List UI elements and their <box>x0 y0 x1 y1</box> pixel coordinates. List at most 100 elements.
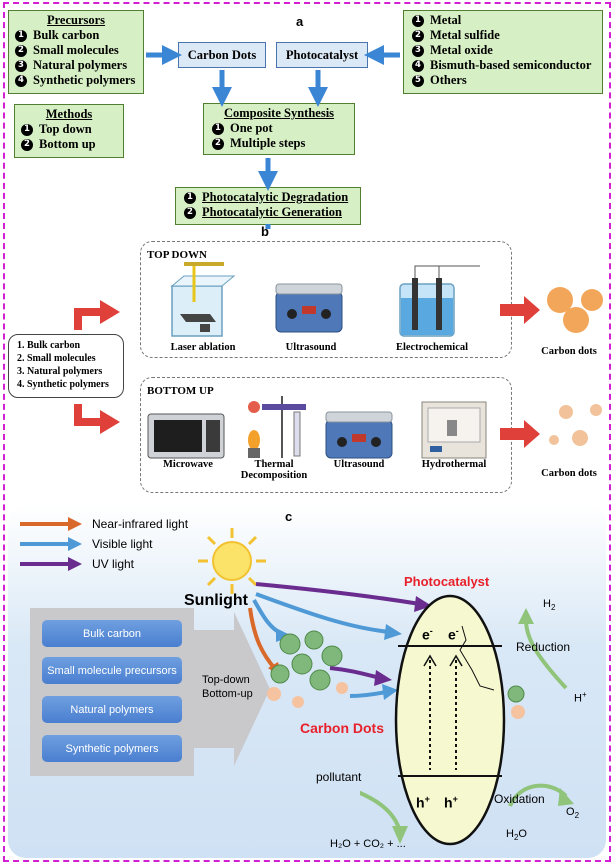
method-label: Electrochemical <box>395 342 469 353</box>
precursor-pill: Small molecule precursors <box>42 657 182 684</box>
attached-carbon-dot-icon <box>507 685 525 719</box>
o2-label: O2 <box>566 806 580 821</box>
method-label: Thermal Decomposition <box>240 459 308 481</box>
marker-1: 1 <box>412 14 424 27</box>
precursor-list-item: 1. Bulk carbon <box>17 340 81 351</box>
methods-title: Methods <box>45 107 93 121</box>
composite-title: Composite Synthesis <box>223 106 335 120</box>
precursors-box: Precursors 1 Bulk carbon 2 Small molecules… <box>8 10 144 94</box>
electron-2: e- <box>448 626 459 643</box>
h2o-label: H2O <box>506 828 527 843</box>
application-item: Photocatalytic Degradation <box>202 190 349 204</box>
marker-1: 1 <box>184 191 196 204</box>
marker-2: 2 <box>412 29 424 42</box>
h2-label: H2 <box>543 598 556 613</box>
method-label: Ultrasound <box>285 342 337 353</box>
route-arrow <box>194 612 270 766</box>
marker-5: 5 <box>412 74 424 87</box>
marker-2: 2 <box>184 206 196 219</box>
method-label: Microwave <box>163 459 213 470</box>
visible-arrow <box>20 537 82 551</box>
carbon-dots-products <box>500 287 603 448</box>
legend-visible: Visible light <box>92 537 153 551</box>
photocatalyst-particle <box>394 594 506 846</box>
precursors-title: Precursors <box>46 13 106 27</box>
visible-ray <box>252 599 292 642</box>
microwave-icon <box>147 413 225 459</box>
precursor-pill: Natural polymers <box>42 696 182 723</box>
precursor-item: Bulk carbon <box>33 28 100 42</box>
marker-4: 4 <box>15 74 27 87</box>
method-label: Hydrothermal <box>421 459 487 470</box>
composite-item: One pot <box>230 121 273 135</box>
marker-3: 3 <box>15 59 27 72</box>
carbon-dot-cluster-icon <box>547 287 603 333</box>
precursor-pill: Bulk carbon <box>42 620 182 647</box>
marker-1: 1 <box>212 122 224 135</box>
products-label: H₂O + CO₂ + ... <box>330 838 406 850</box>
figure-frame <box>3 2 611 862</box>
application-item: Photocatalytic Generation <box>202 205 342 219</box>
panel-c-label: c <box>285 509 293 524</box>
carbon-dots-label: Carbon dots <box>541 346 597 357</box>
photocatalyst-type: Metal sulfide <box>430 28 500 42</box>
precursor-item: Small molecules <box>33 43 119 57</box>
marker-2: 2 <box>21 138 33 151</box>
electron-1: e- <box>422 626 433 643</box>
marker-4: 4 <box>412 59 424 72</box>
uv-arrow <box>20 557 82 571</box>
precursor-list-box: 1. Bulk carbon 2. Small molecules 3. Nat… <box>8 334 124 398</box>
route-top-down: Top-down <box>202 674 250 686</box>
marker-2: 2 <box>15 44 27 57</box>
carbon-dots-box: Carbon Dots <box>178 42 266 68</box>
nir-arrow <box>20 517 82 531</box>
photocatalyst-type: Metal <box>430 13 462 27</box>
bottom-up-equipment <box>147 396 487 459</box>
marker-3: 3 <box>412 44 424 57</box>
photocatalyst-type: Bismuth-based semiconductor <box>430 58 592 72</box>
uv-ray <box>329 666 392 686</box>
sunlight-label: Sunlight <box>184 592 248 609</box>
photocatalyst-type: Others <box>430 73 467 87</box>
bottom-up-title: BOTTOM UP <box>147 385 214 397</box>
visible-ray <box>255 592 402 640</box>
method-label: Ultrasound <box>333 459 385 470</box>
oxidation-arrow <box>508 783 574 807</box>
red-arrow-right <box>500 420 540 448</box>
carbon-dots-c-label: Carbon Dots <box>300 720 384 736</box>
precursor-list-item: 4. Synthetic polymers <box>17 379 109 390</box>
laser-ablation-icon <box>170 262 236 337</box>
visible-ray <box>349 684 398 700</box>
marker-1: 1 <box>15 29 27 42</box>
red-arrow-up <box>74 300 120 330</box>
ultrasound-icon <box>275 283 343 333</box>
reduction-label: Reduction <box>516 640 571 654</box>
legend-nir: Near-infrared light <box>92 517 189 531</box>
precursor-list-item: 3. Natural polymers <box>17 366 103 377</box>
route-bottom-up: Bottom-up <box>202 688 253 700</box>
marker-1: 1 <box>21 123 33 136</box>
red-arrow-right <box>500 296 540 324</box>
photocatalyst-box: Photocatalyst <box>276 42 368 68</box>
composite-item: Multiple steps <box>230 136 306 150</box>
carbon-dot-star-icon <box>549 404 602 446</box>
precursor-item: Natural polymers <box>33 58 128 72</box>
electrochemical-icon <box>399 265 480 337</box>
pollutant-arrow <box>360 790 408 844</box>
uv-ray <box>255 582 432 612</box>
panel-b-label: b <box>261 224 269 239</box>
carbon-dots-cluster <box>267 630 348 708</box>
hole-2: h+ <box>444 794 458 811</box>
panel-a-arrows <box>146 45 400 229</box>
marker-2: 2 <box>212 137 224 150</box>
precursor-list-item: 2. Small molecules <box>17 353 96 364</box>
sun-icon <box>198 528 266 594</box>
panel-a-label: a <box>296 14 304 29</box>
legend-uv: UV light <box>92 557 135 571</box>
oxidation-label: Oxidation <box>494 792 545 806</box>
top-down-box <box>140 241 512 358</box>
carbon-dots-label: Carbon dots <box>541 468 597 479</box>
reduction-arrow <box>518 608 568 690</box>
h-plus-label: H+ <box>574 690 587 705</box>
